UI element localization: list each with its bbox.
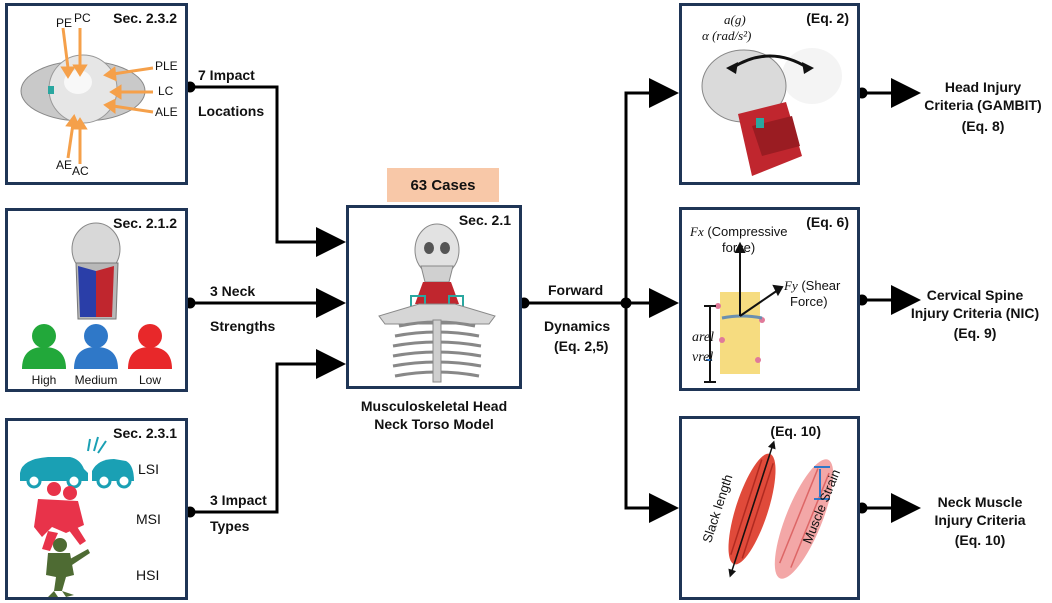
person-low-icon [128, 324, 172, 369]
muscle-strain-box: (Eq. 10) Slack length Muscle Strain [679, 416, 860, 600]
neck-strengths-box: Sec. 2.1.2 High Medium Low [5, 208, 188, 392]
impact-locations-label-2: Locations [198, 103, 265, 119]
spine-forces-illustration [704, 241, 784, 383]
head-output-2: Criteria (GAMBIT) [924, 97, 1042, 113]
pc-label: PC [74, 11, 91, 25]
person-medium-icon [74, 324, 118, 369]
person-high-icon [22, 324, 66, 369]
person-low-label: Low [138, 373, 161, 387]
ale-label: ALE [155, 105, 178, 119]
impact-types-label-1: 3 Impact [210, 492, 267, 508]
hsi-label: HSI [136, 567, 160, 583]
fy-label: Fy (Shear [784, 278, 840, 294]
ae-label: AE [56, 158, 73, 172]
spine-output-1: Cervical Spine [926, 287, 1024, 303]
head-rotation-illustration [701, 48, 842, 176]
model-caption-1: Musculoskeletal Head [360, 398, 508, 414]
spine-forces-box: (Eq. 6) Fx (Compressive force) Fy (Shear… [679, 207, 860, 391]
dynamics-label-1: Forward [548, 282, 604, 298]
neck-strengths-label-1: 3 Neck [210, 283, 256, 299]
dynamics-label-3: (Eq. 2,5) [554, 338, 609, 354]
section-label: Sec. 2.1.2 [113, 215, 177, 231]
head-top-view-illustration [20, 27, 154, 164]
pe-label: PE [56, 16, 73, 30]
impact-locations-box: Sec. 2.3.2 PE PC PLE LC ALE AE AC [5, 3, 188, 185]
lc-label: LC [158, 84, 174, 98]
fx-label-2: force) [722, 240, 756, 255]
person-low [126, 323, 174, 374]
fx-label: Fx (Compressive [690, 224, 788, 240]
vrel-label: vrel [692, 350, 714, 365]
impact-types-label-2: Types [210, 518, 250, 534]
fy-label-2: Force) [790, 294, 828, 309]
impact-locations-label-1: 7 Impact [198, 67, 255, 83]
fx-symbol: Fx [690, 224, 704, 239]
impact-types-illustration [20, 436, 134, 597]
model-caption-2: Neck Torso Model [374, 416, 494, 432]
head-output-1: Head Injury [944, 79, 1022, 95]
cases-badge: 63 Cases [387, 168, 499, 202]
arel-label: arel [692, 330, 715, 345]
spine-output-3: (Eq. 9) [953, 325, 997, 341]
head-output-3: (Eq. 8) [961, 118, 1005, 134]
spine-output-2: Injury Criteria (NIC) [910, 305, 1040, 321]
fx-text: (Compressive [707, 224, 788, 239]
section-label: Sec. 2.1 [458, 212, 511, 228]
head-kinematics-box: (Eq. 2) a(g) α (rad/s²) [679, 3, 860, 185]
fy-symbol: Fy [784, 278, 798, 293]
person-high-label: High [31, 373, 57, 387]
muscle-illustration [728, 440, 834, 579]
lsi-label: LSI [138, 461, 160, 477]
section-label: Sec. 2.3.2 [113, 10, 177, 26]
person-medium [72, 323, 120, 374]
impact-types-box: Sec. 2.3.1 LSI MSI HSI [5, 418, 188, 600]
eq-label: (Eq. 10) [770, 423, 821, 439]
ac-label: AC [72, 164, 89, 178]
dynamics-label-2: Dynamics [544, 318, 611, 334]
accel-label: a(g) [724, 12, 746, 27]
eq-label: (Eq. 2) [806, 10, 849, 26]
msi-label: MSI [136, 511, 161, 527]
section-label: Sec. 2.3.1 [113, 425, 177, 441]
person-medium-label: Medium [74, 373, 118, 387]
model-box: Sec. 2.1 [346, 205, 522, 389]
skeleton-model-illustration [378, 223, 496, 383]
eq-label: (Eq. 6) [806, 214, 849, 230]
neck-model-illustration [71, 222, 121, 320]
person-high [20, 323, 68, 374]
muscle-output-2: Injury Criteria [934, 512, 1026, 528]
neck-strengths-label-2: Strengths [210, 318, 276, 334]
fy-text: (Shear [801, 278, 841, 293]
ple-label: PLE [155, 59, 178, 73]
angular-accel-label: α (rad/s²) [702, 28, 752, 43]
muscle-output-1: Neck Muscle [937, 494, 1023, 510]
muscle-output-3: (Eq. 10) [954, 532, 1006, 548]
